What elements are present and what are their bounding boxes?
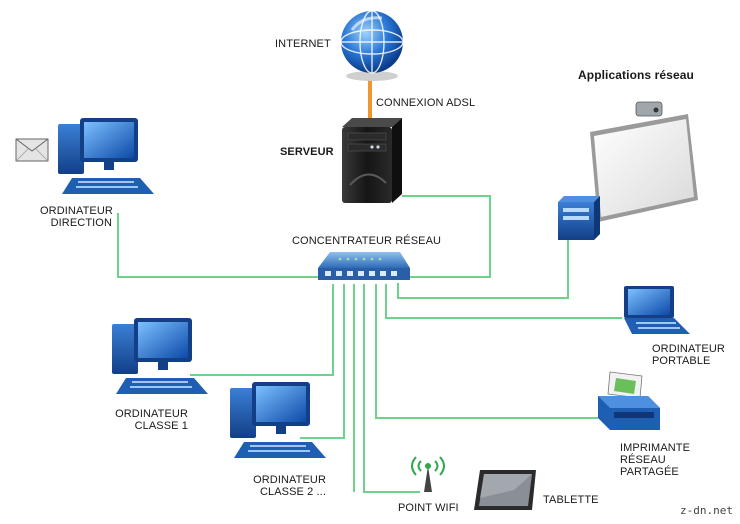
computer-icon [58,118,154,194]
mail-icon [15,138,49,162]
label-internet: INTERNET [275,38,331,50]
label-concentrateur: CONCENTRATEUR RÉSEAU [292,235,442,247]
label-serveur: SERVEUR [280,146,334,158]
printer-icon [598,371,660,430]
link-applications [397,238,569,299]
watermark: z-dn.net [680,504,733,517]
computer-icon [558,196,600,240]
link-classe2 [300,284,345,439]
hub-icon [318,252,410,280]
tablet-icon [474,470,536,510]
label-tablette: TABLETTE [543,494,599,506]
link-classe1 [190,284,334,376]
link-direction [117,213,318,278]
computer-icon [230,382,326,458]
label-applications: Applications réseau [578,68,694,82]
server-icon [342,118,402,203]
label-ordinateur-classe2: ORDINATEUR CLASSE 2 ... [253,474,326,498]
label-point-wifi: POINT WIFI [398,502,459,514]
link-imprimante [375,284,598,419]
label-imprimante: IMPRIMANTE RÉSEAU PARTAGÉE [620,442,691,478]
network-links [117,195,622,493]
wifi-icon [411,456,445,492]
label-ordinateur-portable: ORDINATEUR PORTABLE [652,343,725,367]
link-portable [385,284,622,319]
globe-icon [340,10,404,81]
label-connexion-adsl: CONNEXION ADSL [376,97,476,109]
laptop-icon [624,286,690,334]
link-wifi [363,284,420,493]
link-serveur [402,195,491,278]
whiteboard-icon [590,101,698,222]
label-ordinateur-classe1: ORDINATEUR CLASSE 1 [115,408,188,432]
label-ordinateur-direction: ORDINATEUR DIRECTION [40,205,113,229]
computer-icon [112,318,208,394]
